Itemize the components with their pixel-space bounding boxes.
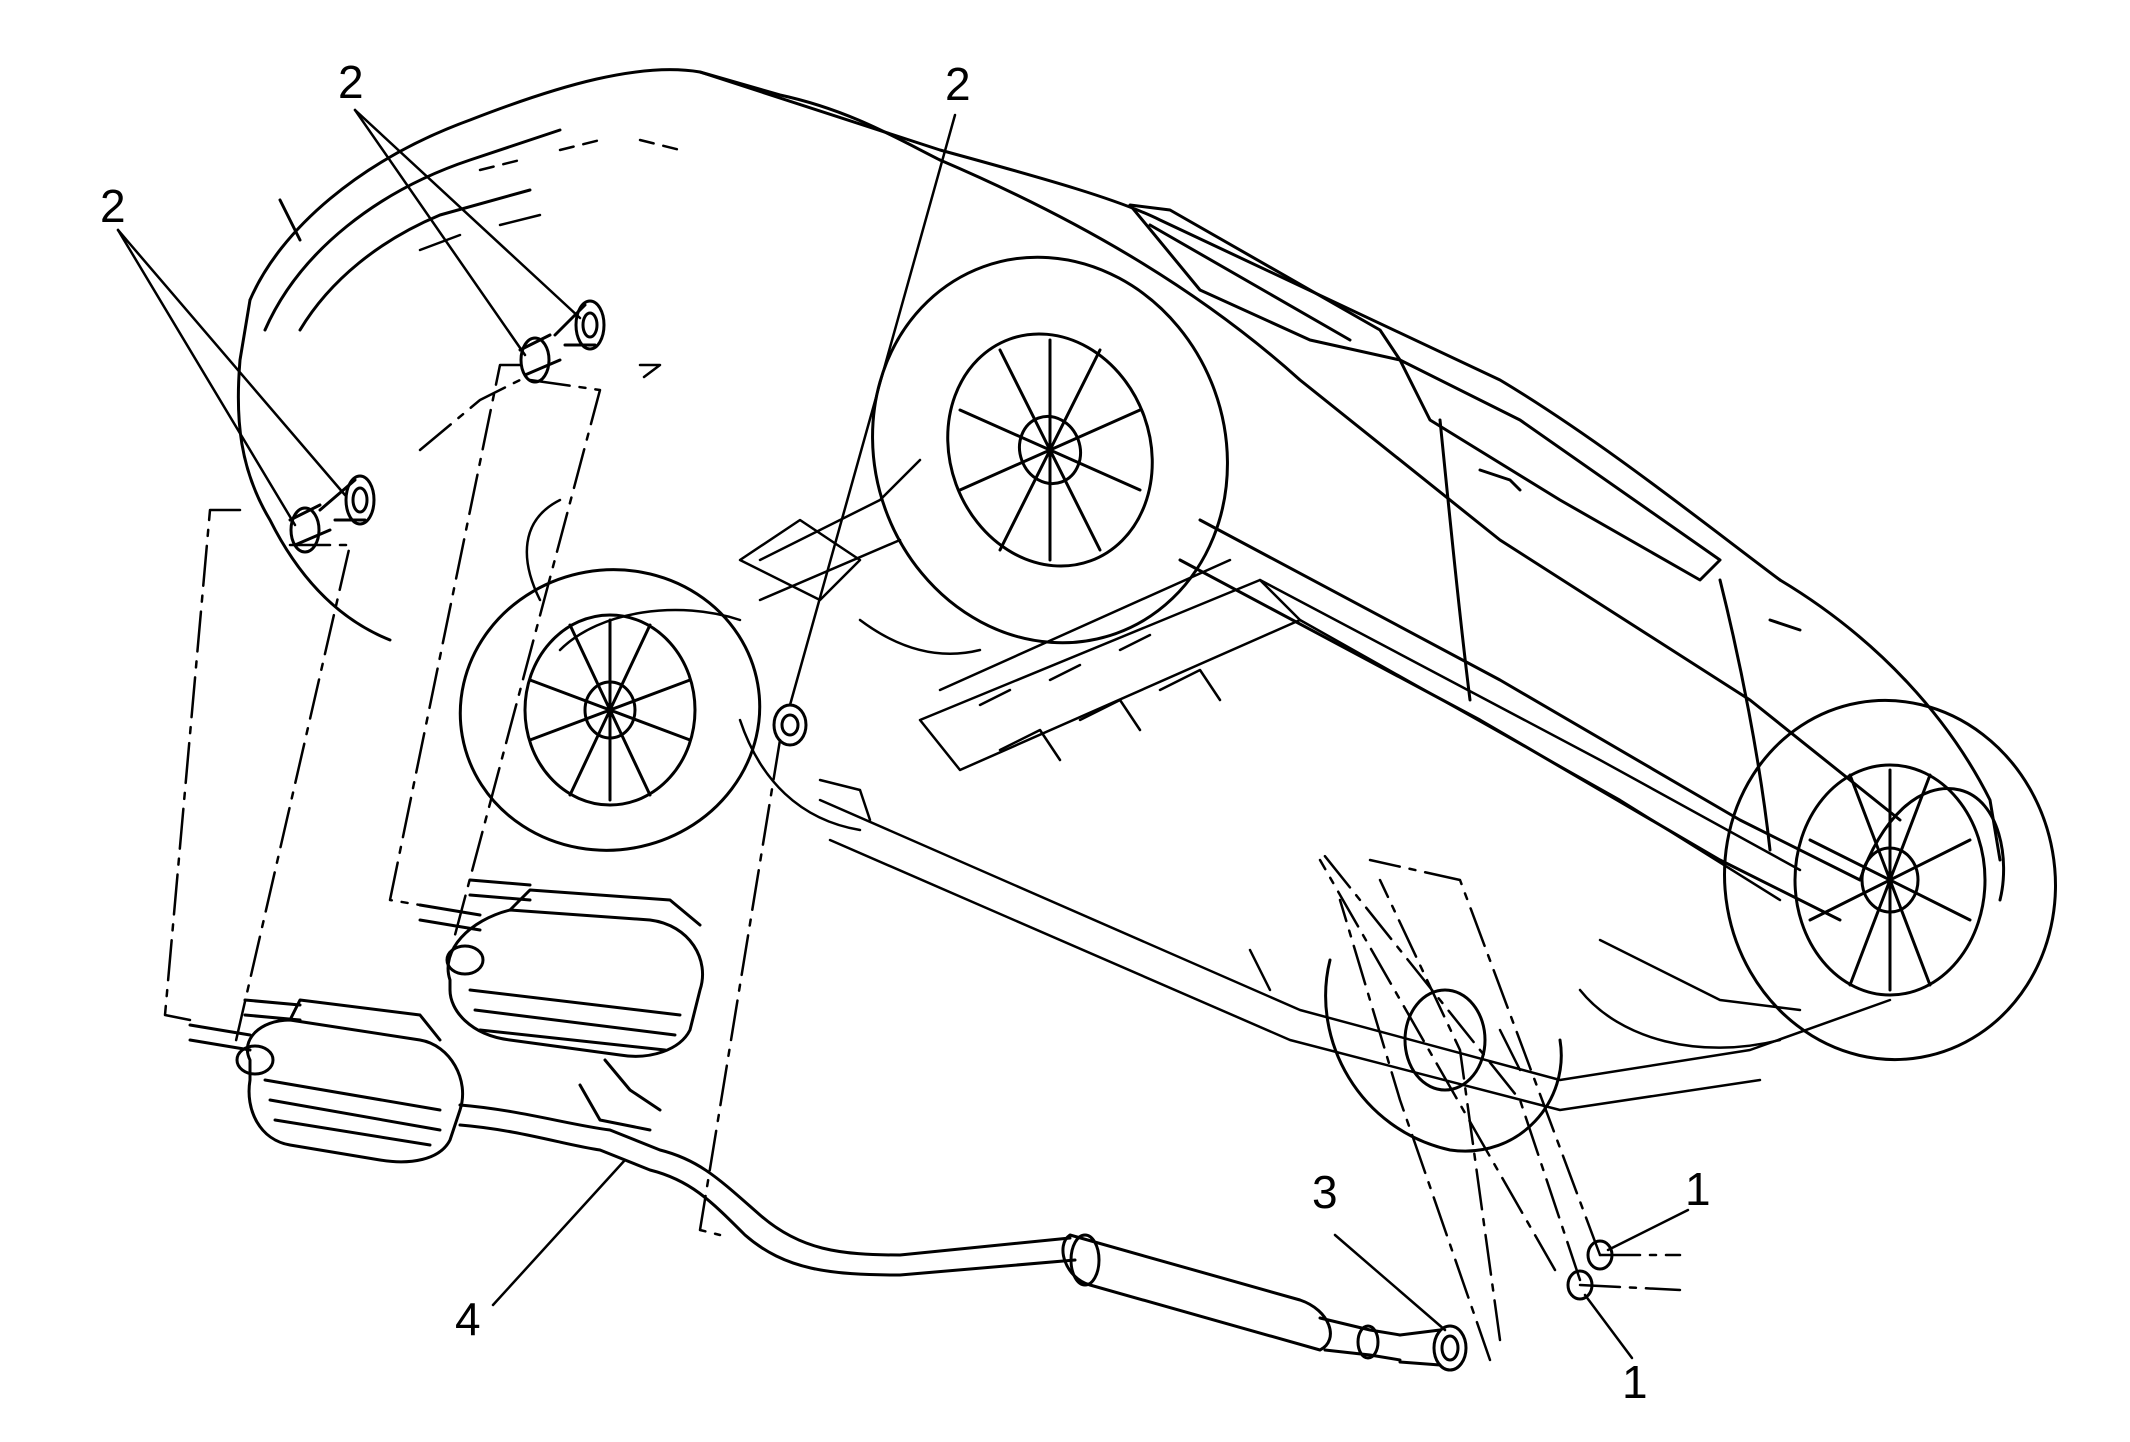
callout-1-upper: 1: [1685, 1163, 1711, 1215]
callout-2-top-center: 2: [945, 58, 971, 110]
insulator-upper-pair: [518, 299, 606, 384]
hanger-insulators: [288, 299, 1614, 1301]
insulator-center: [772, 703, 808, 747]
exhaust-front-flange: [1398, 1324, 1468, 1372]
exhaust-assembly: [188, 878, 1468, 1372]
underbody-frame: [418, 138, 1892, 1112]
insulator-left-pair: [288, 474, 376, 554]
insulator-front-pair: [1566, 1239, 1614, 1301]
callout-labels: 2 2 2 1 1 3 4: [100, 56, 1711, 1408]
callout-4: 4: [455, 1293, 481, 1345]
callout-3: 3: [1312, 1166, 1338, 1218]
rear-wheel-upper: [871, 255, 1229, 645]
callout-2-upper-left: 2: [338, 56, 364, 108]
exhaust-intermediate-pipe: [458, 1058, 1077, 1277]
front-wheel-center: [1324, 958, 1563, 1153]
exhaust-muffler-right: [418, 878, 705, 1058]
callout-1-lower: 1: [1622, 1356, 1648, 1408]
exhaust-muffler-left: [188, 998, 465, 1164]
callout-2-left: 2: [100, 180, 126, 232]
rear-wheel-lower: [458, 568, 762, 852]
exhaust-resonator: [1061, 1233, 1402, 1362]
alignment-lines: [163, 363, 1682, 1362]
front-wheel-right: [1723, 698, 2057, 1062]
vehicle-body: [236, 68, 2006, 922]
leader-lines: [116, 108, 1690, 1360]
